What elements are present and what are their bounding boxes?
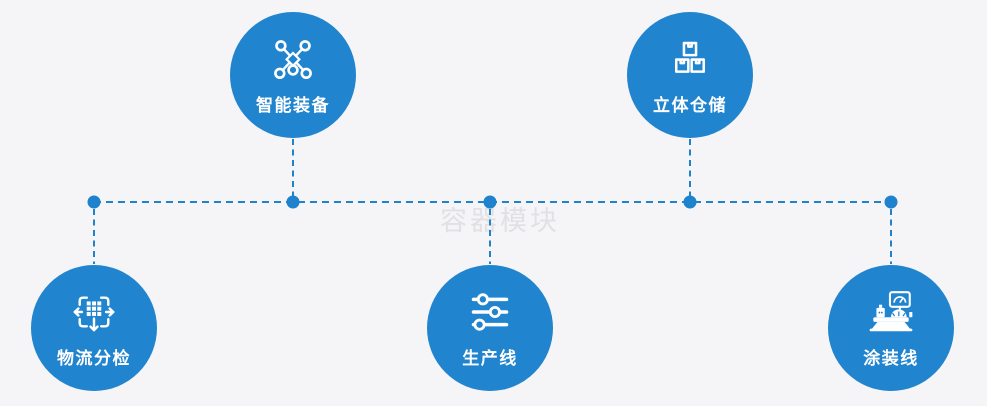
sorting-arrows-icon — [72, 289, 116, 335]
node-label: 生产线 — [462, 349, 518, 369]
junction-dot — [884, 195, 898, 209]
node-vertical-warehouse: 立体仓储 — [627, 12, 753, 138]
sliders-icon — [468, 289, 512, 335]
node-label: 智能装备 — [256, 96, 330, 116]
machine-monitor-icon — [866, 289, 916, 335]
node-label: 涂装线 — [863, 349, 919, 369]
stacked-boxes-icon — [668, 36, 712, 82]
junction-dot — [286, 195, 300, 209]
junction-dot — [87, 195, 101, 209]
node-production-line: 生产线 — [427, 265, 553, 391]
node-painting-line: 涂装线 — [828, 265, 954, 391]
watermark-text: 容器模块 — [440, 206, 560, 237]
node-label: 物流分检 — [57, 349, 131, 369]
node-label: 立体仓储 — [653, 96, 727, 116]
node-smart-equipment: 智能装备 — [230, 12, 356, 138]
junction-dot — [683, 195, 697, 209]
node-logistics-sorting: 物流分检 — [31, 265, 157, 391]
junction-dot — [483, 195, 497, 209]
network-nodes-icon — [271, 36, 315, 82]
